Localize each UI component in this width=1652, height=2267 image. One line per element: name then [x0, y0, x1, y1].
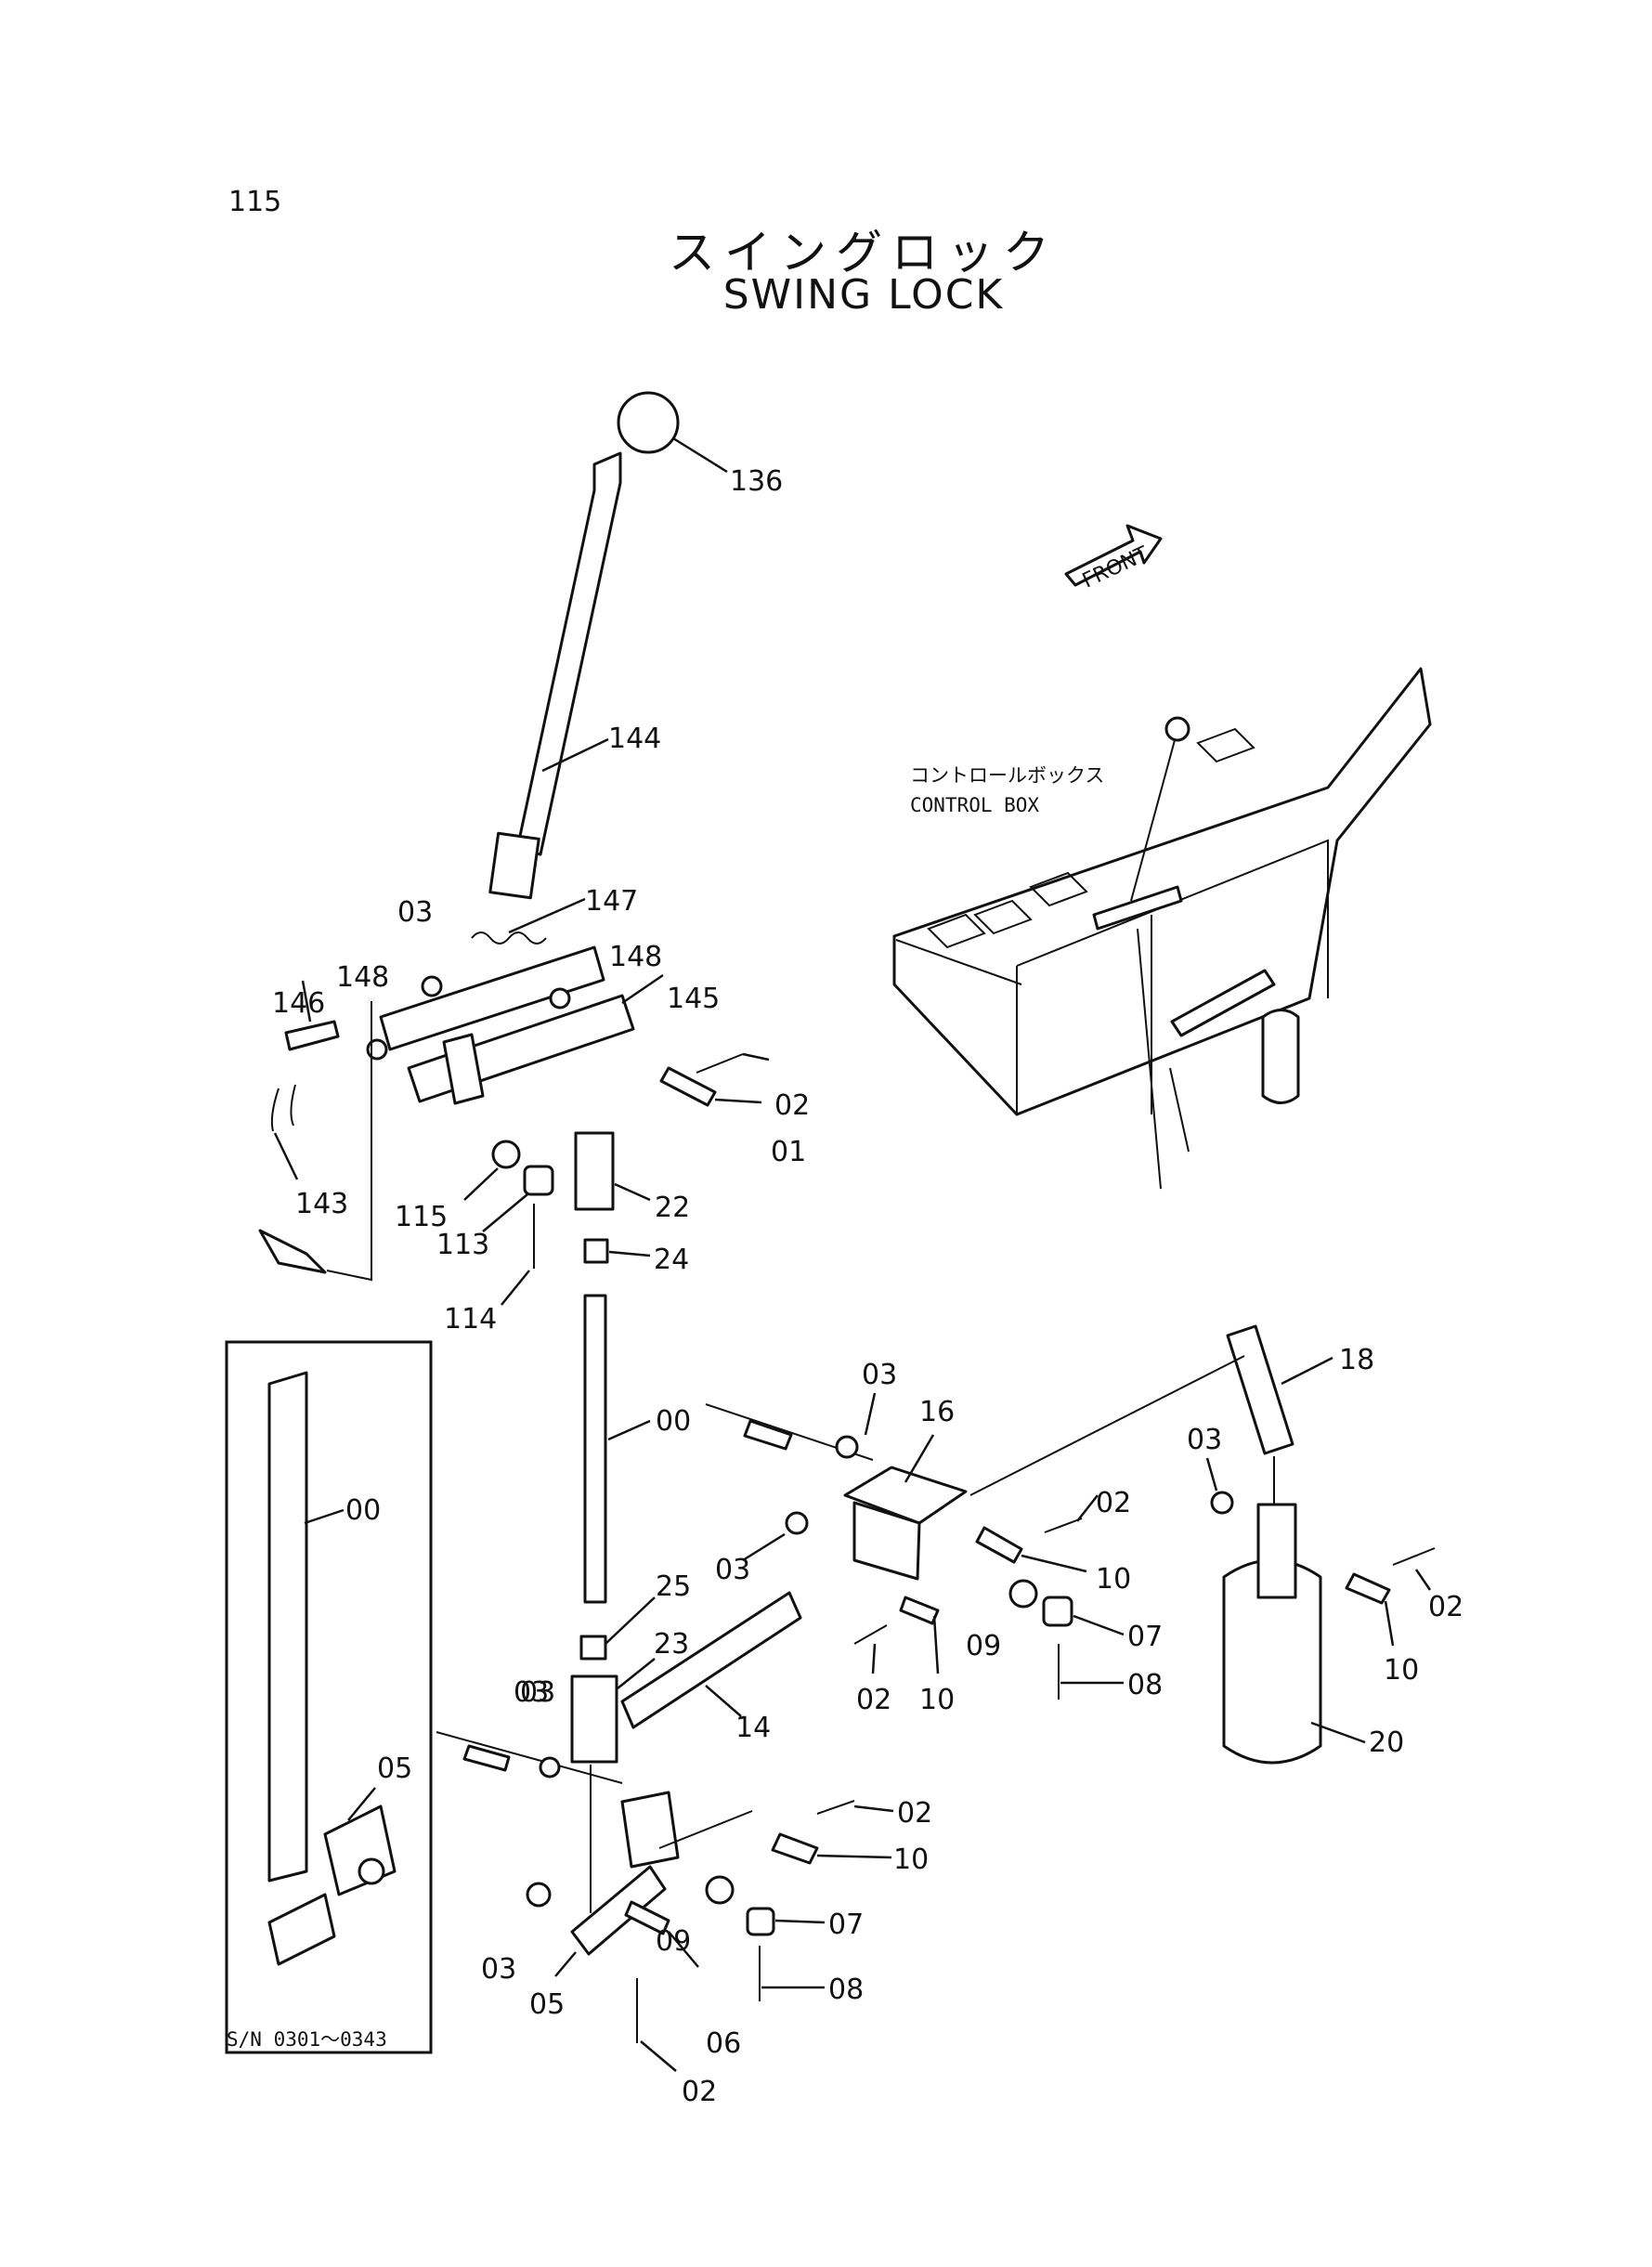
- callout-10: 10: [919, 1684, 955, 1716]
- callout-16: 16: [919, 1396, 955, 1428]
- clevis-part-23: [570, 1674, 618, 1764]
- callout-09: 09: [656, 1925, 691, 1958]
- callout-07: 07: [1127, 1621, 1163, 1653]
- control-box-label-jp: コントロールボックス: [910, 764, 1104, 787]
- link-part-18: [1226, 1324, 1294, 1455]
- page-title: SWING LOCK: [722, 271, 1005, 319]
- callout-03: 03: [481, 1953, 516, 1986]
- callout-03: 03: [1187, 1424, 1222, 1456]
- callout-25: 25: [656, 1570, 691, 1603]
- right-linkage: [705, 1324, 1436, 1765]
- part-callouts: 136 144 147 03 148 148 146 145 02 01 143…: [272, 465, 1463, 2108]
- callout-143: 143: [295, 1188, 348, 1220]
- link-part-14: [620, 1591, 802, 1729]
- callout-22: 22: [655, 1192, 690, 1224]
- callout-115: 115: [395, 1201, 448, 1233]
- callout-24: 24: [654, 1244, 689, 1276]
- callout-02: 02: [774, 1089, 810, 1122]
- callout-03b: 03: [520, 1676, 555, 1709]
- callout-06: 06: [706, 2027, 741, 2060]
- lever-assembly: [258, 391, 770, 1306]
- callout-148: 148: [336, 961, 389, 994]
- nut-part-25: [579, 1635, 607, 1661]
- variant-inset-box: S/N 0301〜0343: [225, 1340, 433, 2054]
- callout-05: 05: [377, 1752, 412, 1785]
- rod-part-00: [583, 1294, 607, 1604]
- nut-part-24: [583, 1238, 609, 1264]
- callout-18: 18: [1339, 1344, 1374, 1376]
- callout-09: 09: [966, 1630, 1001, 1662]
- callout-03: 03: [862, 1359, 897, 1391]
- callout-05: 05: [529, 1988, 565, 2021]
- callout-113: 113: [436, 1229, 489, 1261]
- callout-02: 02: [682, 2076, 717, 2108]
- callout-02: 02: [897, 1797, 932, 1830]
- cylinder-part-20: [1222, 1558, 1322, 1765]
- callout-114: 114: [444, 1303, 497, 1335]
- front-arrow-icon: FRONT: [1064, 524, 1163, 593]
- callout-23: 23: [654, 1628, 689, 1661]
- callout-00: 00: [656, 1405, 691, 1438]
- callout-146: 146: [272, 987, 325, 1020]
- callout-08: 08: [1127, 1669, 1163, 1701]
- lever-rod-part-144: [515, 451, 622, 856]
- callout-148: 148: [609, 941, 662, 973]
- callout-147: 147: [585, 885, 638, 918]
- clevis-part-22: [574, 1131, 615, 1211]
- callout-144: 144: [608, 723, 661, 755]
- control-box-illustration: [892, 667, 1432, 1190]
- page-title-japanese: スイングロック: [669, 226, 1059, 280]
- callout-07: 07: [828, 1909, 864, 1941]
- page-number: 115: [228, 186, 282, 218]
- callout-136: 136: [730, 465, 783, 498]
- callout-10: 10: [1384, 1654, 1419, 1687]
- callout-14: 14: [735, 1712, 771, 1744]
- serial-range-note: S/N 0301〜0343: [227, 2028, 387, 2051]
- callout-03: 03: [397, 896, 433, 929]
- callout-145: 145: [667, 983, 720, 1015]
- callout-01: 01: [771, 1136, 806, 1168]
- callout-10: 10: [893, 1844, 929, 1876]
- callout-20: 20: [1369, 1726, 1404, 1759]
- callout-00: 00: [345, 1494, 381, 1527]
- knob-part-136: [617, 391, 680, 454]
- callout-02: 02: [1096, 1487, 1131, 1519]
- lower-linkage: [436, 1591, 894, 2072]
- control-box-label: CONTROL BOX: [910, 794, 1039, 816]
- callout-03: 03: [514, 1676, 549, 1709]
- callout-08: 08: [828, 1974, 864, 2006]
- callout-02: 02: [1428, 1591, 1463, 1623]
- center-rod-assembly: [570, 1131, 656, 1913]
- callout-02: 02: [856, 1684, 891, 1716]
- callout-03: 03: [715, 1554, 750, 1586]
- callout-10: 10: [1096, 1563, 1131, 1596]
